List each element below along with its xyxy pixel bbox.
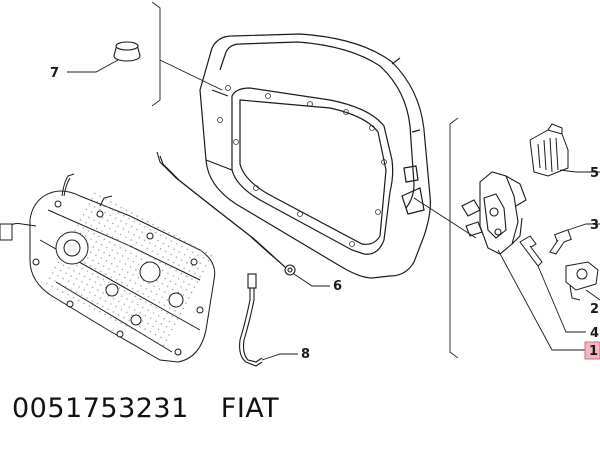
callout-6[interactable]: 6 bbox=[333, 279, 342, 294]
rod-part-6 bbox=[156, 151, 296, 276]
bolt-part-4 bbox=[519, 235, 543, 267]
door-frame-holes bbox=[217, 85, 387, 247]
bracket-right bbox=[449, 117, 459, 359]
striker-part-2 bbox=[565, 261, 599, 301]
leader-7-frame bbox=[159, 59, 223, 91]
leader-5-link bbox=[559, 169, 577, 173]
callout-5[interactable]: 5 bbox=[590, 166, 599, 181]
door-frame bbox=[199, 33, 431, 279]
leader-1-door bbox=[413, 197, 477, 239]
door-latch-part-1 bbox=[461, 171, 527, 255]
callout-3[interactable]: 3 bbox=[590, 218, 599, 233]
bracket-left bbox=[151, 1, 161, 107]
callout-4[interactable]: 4 bbox=[590, 326, 599, 341]
leader-6 bbox=[293, 273, 330, 287]
callout-1[interactable]: 1 bbox=[589, 344, 598, 359]
cover-part-5 bbox=[529, 123, 569, 177]
leader-1 bbox=[497, 249, 586, 351]
leader-4 bbox=[537, 265, 586, 333]
callout-7[interactable]: 7 bbox=[50, 66, 59, 81]
callout-1-highlight bbox=[584, 341, 600, 360]
part-number: 0051753231 bbox=[12, 393, 189, 424]
screw-part-3 bbox=[549, 229, 572, 255]
module-connector-cable bbox=[0, 173, 113, 241]
leader-lines bbox=[67, 59, 600, 361]
rod-part-8 bbox=[239, 273, 263, 367]
plug-part-7 bbox=[113, 41, 141, 62]
brand-name: FIAT bbox=[220, 393, 280, 424]
leader-2 bbox=[585, 289, 600, 301]
callout-8[interactable]: 8 bbox=[301, 347, 310, 362]
part-number-caption: 0051753231 FIAT bbox=[12, 393, 279, 424]
leader-3 bbox=[567, 223, 600, 231]
window-regulator-module bbox=[29, 187, 219, 363]
leader-8 bbox=[261, 353, 298, 361]
callout-2[interactable]: 2 bbox=[590, 302, 599, 317]
leader-7 bbox=[67, 59, 119, 73]
